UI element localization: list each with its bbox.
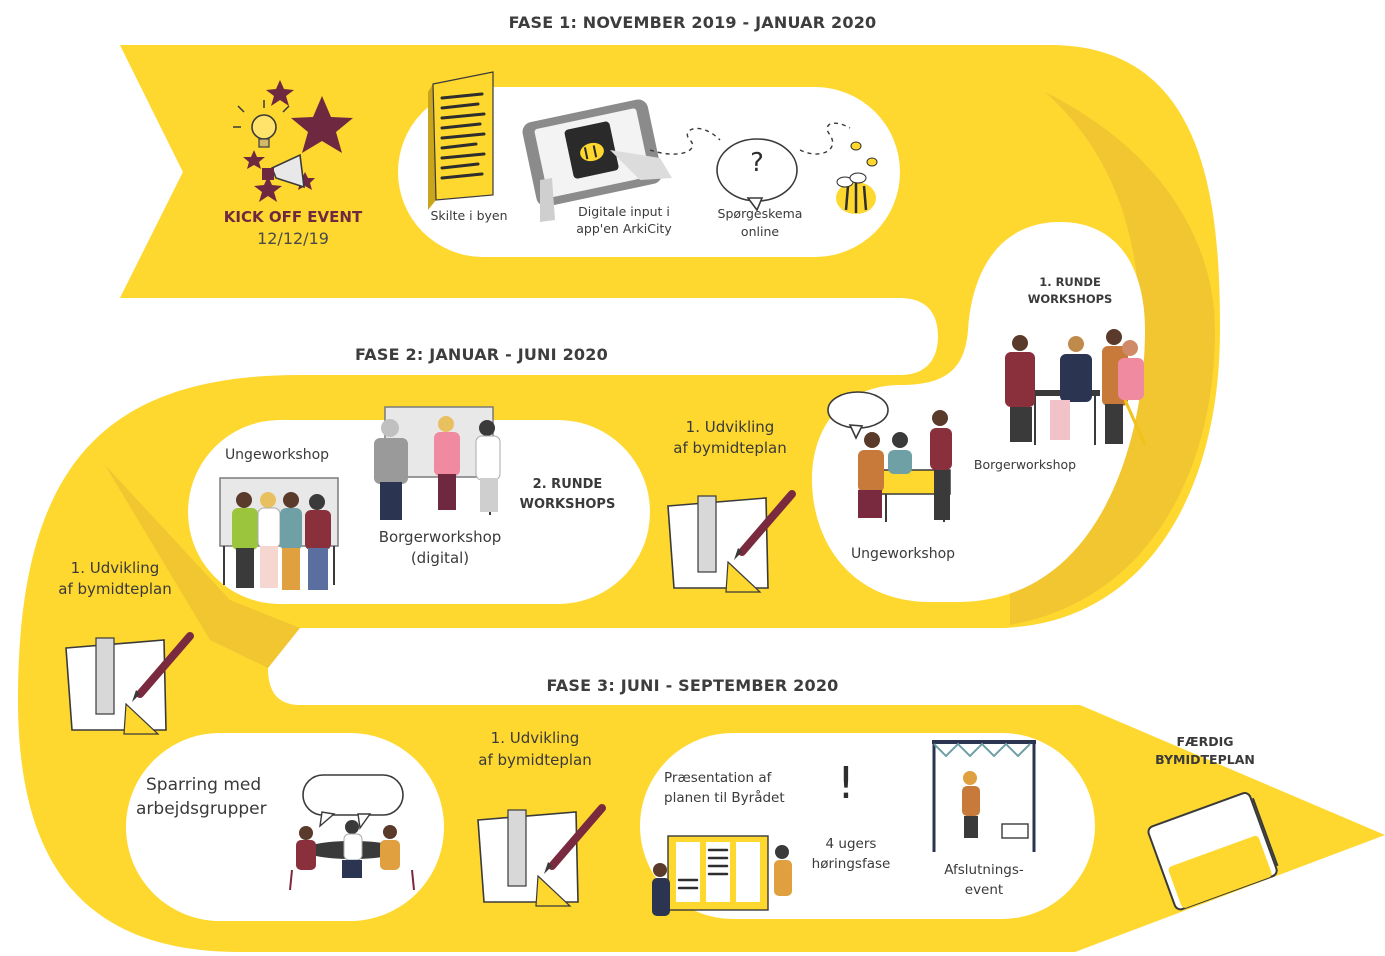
road-shade-right xyxy=(1010,92,1215,625)
speech-bubble-icon xyxy=(827,391,889,440)
survey-label-line2: online xyxy=(740,224,780,239)
people-group-icon xyxy=(219,406,501,590)
runde1-youth-label: Ungeworkshop xyxy=(850,546,956,562)
presentation-board-icon xyxy=(652,835,792,916)
star-icon xyxy=(266,80,294,106)
star-icon xyxy=(254,176,282,202)
star-icon xyxy=(291,96,353,153)
hearing-line2: høringsfase xyxy=(811,856,891,872)
road-shade-left xyxy=(105,465,300,668)
ruler-pencil-icon xyxy=(477,804,606,907)
fase2-dev-line2: af bymidteplan xyxy=(673,439,787,457)
lightbulb-icon xyxy=(233,100,290,148)
dashed-path xyxy=(649,122,851,155)
runde1-title-line1: 1. RUNDE xyxy=(1039,275,1101,289)
phase1-title: FASE 1: NOVEMBER 2019 - JANUAR 2020 xyxy=(508,13,877,32)
pill-fase2-left xyxy=(188,420,650,604)
left-dev-line2: af bymidteplan xyxy=(58,580,172,598)
runde1-citizen-label: Borgerworkshop xyxy=(973,457,1077,472)
question-mark: ? xyxy=(750,148,764,178)
bee-icon xyxy=(836,172,876,214)
final-event-line2: event xyxy=(964,882,1004,898)
notebook-icon xyxy=(1147,792,1279,911)
stage-icon xyxy=(932,740,1036,852)
sparring-line1: Sparring med xyxy=(146,775,262,795)
fase3-dev-line1: 1. Udvikling xyxy=(490,729,580,747)
people-group-icon xyxy=(858,329,1147,522)
signs-label: Skilte i byen xyxy=(430,208,508,223)
survey-label-line1: Spørgeskema xyxy=(717,206,803,221)
runde1-title-line2: WORKSHOPS xyxy=(1027,292,1113,306)
kickoff-illustration xyxy=(233,80,353,202)
digital-label-line1: Digitale input i xyxy=(578,204,670,219)
pill-runde1 xyxy=(812,222,1145,602)
final-title-line2: BYMIDTEPLAN xyxy=(1155,752,1255,767)
hearing-line1: 4 ugers xyxy=(825,836,877,852)
star-icon xyxy=(243,150,265,169)
ruler-pencil-icon xyxy=(667,490,796,593)
presentation-line2: planen til Byrådet xyxy=(664,790,785,806)
runde2-title-line2: WORKSHOPS xyxy=(519,497,616,512)
presentation-line1: Præsentation af xyxy=(664,770,772,786)
kickoff-date: 12/12/19 xyxy=(257,229,329,248)
fase2-dev-line1: 1. Udvikling xyxy=(685,418,775,436)
fase3-dev-line2: af bymidteplan xyxy=(478,751,592,769)
digital-label-line2: app'en ArkiCity xyxy=(576,221,672,236)
sparring-line2: arbejdsgrupper xyxy=(136,799,267,819)
ruler-pencil-icon xyxy=(65,632,194,735)
exclamation-mark: ! xyxy=(837,758,855,809)
fase2-citizen-line2: (digital) xyxy=(410,549,470,567)
bee-icon-small xyxy=(850,141,878,167)
runde2-title-line1: 2. RUNDE xyxy=(532,477,603,492)
pill-sparring xyxy=(126,733,444,921)
tablet-icon xyxy=(522,99,672,222)
final-event-line1: Afslutnings- xyxy=(944,862,1024,878)
speech-bubble-icon xyxy=(716,138,798,212)
kickoff-title: KICK OFF EVENT xyxy=(223,208,363,226)
fase2-citizen-line1: Borgerworkshop xyxy=(378,528,502,546)
left-dev-line1: 1. Udvikling xyxy=(70,559,160,577)
final-title-line1: FÆRDIG xyxy=(1176,734,1234,749)
fase2-youth-label: Ungeworkshop xyxy=(224,447,330,463)
people-group-icon xyxy=(289,820,415,891)
speech-bubbles-icon xyxy=(302,774,404,830)
sign-icon xyxy=(428,71,494,210)
megaphone-icon xyxy=(262,153,305,189)
phase3-title: FASE 3: JUNI - SEPTEMBER 2020 xyxy=(546,676,839,695)
phase2-title: FASE 2: JANUAR - JUNI 2020 xyxy=(355,345,608,364)
